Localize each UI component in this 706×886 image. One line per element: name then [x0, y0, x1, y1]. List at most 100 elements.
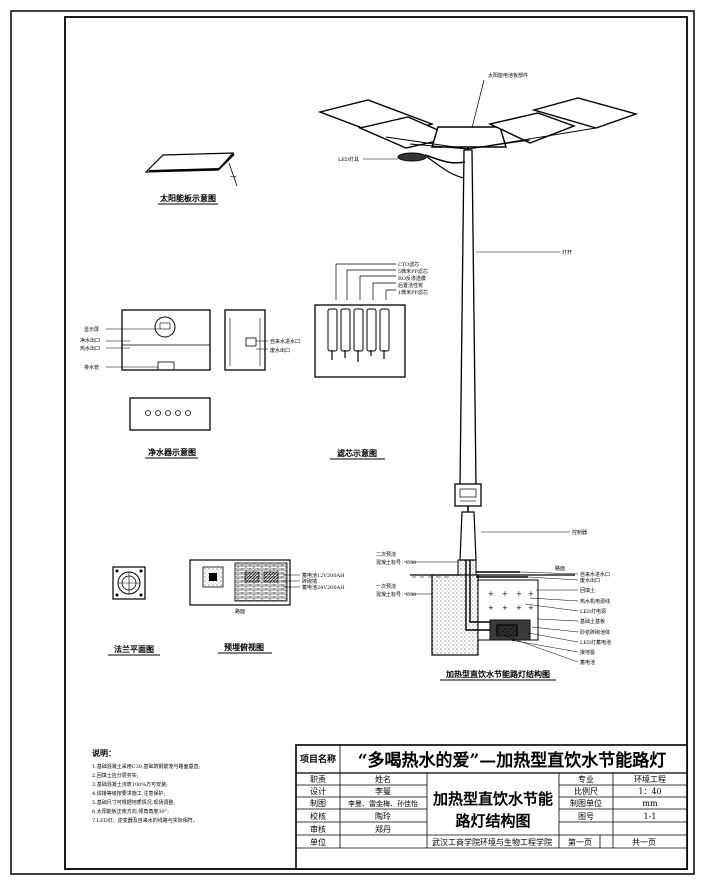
filter-caption: 滤芯示意图 — [337, 448, 377, 458]
svg-text:+: + — [502, 590, 508, 598]
solar-panel-3 — [431, 126, 507, 148]
section-left-3: 一次预浇 — [376, 583, 396, 590]
spec-key-2: 制图单位 — [570, 798, 602, 808]
svg-text:+: + — [488, 604, 494, 612]
svg-text:+: + — [502, 604, 508, 612]
row-name-1: 李曼 — [375, 786, 391, 796]
filter-label-3: RO反渗透膜 — [398, 275, 426, 282]
svg-text:+: + — [528, 604, 534, 612]
svg-text:+: + — [516, 590, 522, 598]
spec-key-3: 图号 — [578, 812, 594, 821]
flange-caption: 法兰平面图 — [114, 644, 154, 654]
unit-name: 武汉工商学院环境与生物工程学院 — [432, 837, 552, 847]
purifier-label-outlet: 净水出口 — [80, 337, 100, 344]
project-name: “多喝热水的爱”—加热型直饮水节能路灯 — [358, 750, 667, 771]
drawing-title-line2: 路灯结构图 — [455, 812, 530, 830]
title-block: 项目名称 “多喝热水的爱”—加热型直饮水节能路灯 职责 姓名 设计 李曼 制图 … — [295, 744, 688, 870]
purifier-label-drain: 排水管 — [84, 364, 99, 371]
note-2: 2.回填土应分层夯实; — [92, 772, 139, 779]
section-right-1: 自来水进水口 — [580, 571, 610, 578]
section-right-3: 回填土 — [580, 587, 595, 594]
notes: 说明： 1.基础混凝土采用C30,基础筑钢筋笼与路面垂直; 2.回填土应分层夯实… — [92, 748, 201, 824]
embed-caption: 预埋俯视图 — [224, 642, 264, 652]
note-6: 6.太阳能板正南方向,倾角角度30°; — [92, 808, 169, 815]
purifier-detail: 显示屏 净水出口 热水出口 排水管 自来水进水口 废水出口 净水器示意图 — [80, 309, 300, 459]
note-5: 5.基础尺寸可根据地质情况,现场调整; — [92, 799, 175, 806]
embed-label-battery24: 蓄电池24V200AH — [302, 584, 345, 591]
spec-key-0: 专业 — [578, 774, 594, 784]
row-name-3: 陶玲 — [375, 811, 391, 821]
row-role-2: 制图 — [310, 798, 326, 808]
svg-text:+: + — [488, 590, 494, 598]
section-right-6: 基础土基板 — [580, 618, 605, 625]
purifier-label-inlet: 自来水进水口 — [270, 338, 300, 345]
spec-val-3: 1-1 — [644, 812, 657, 821]
purifier-label-waste: 废水出口 — [270, 347, 290, 354]
solar-panel-5 — [531, 97, 639, 129]
lamp-label: LED灯具 — [338, 156, 359, 163]
section-left-1: 二次预浇 — [376, 551, 396, 558]
drawing-title-line1: 加热型直饮水节能 — [432, 790, 553, 808]
filter-label-2: 5微米PP滤芯 — [398, 268, 428, 275]
foundation-section: 路面 + + + + + + + + 二次预浇 混凝土标号：C30 一次预浇 混凝土标号：C… — [376, 551, 611, 681]
svg-text:+: + — [528, 590, 534, 598]
outer-frame — [10, 10, 695, 875]
purifier-label-screen: 显示屏 — [84, 327, 99, 333]
embed-bottom-label: 路面 — [235, 608, 245, 615]
purifier-side — [224, 309, 266, 371]
inner-frame — [64, 16, 688, 870]
road-label: 路面 — [555, 565, 565, 572]
pole-shaft — [459, 149, 477, 486]
page-no: 第一页 — [568, 837, 592, 847]
concrete-foundation — [431, 574, 479, 656]
notes-title: 说明： — [92, 748, 116, 758]
filter-label-4: 后置活性炭 — [398, 282, 423, 289]
spec-val-1: 1：40 — [638, 787, 661, 796]
section-left-2: 混凝土标号：C30 — [376, 559, 416, 566]
display-screen — [154, 316, 176, 338]
controller-box — [454, 483, 482, 507]
solar-panel-detail: 太阳能板示意图 — [144, 152, 238, 205]
panel-part-label: 太阳能电池板部件 — [488, 72, 528, 79]
section-right-7: 砂浆砖砌池体 — [580, 629, 610, 636]
pole-label: 灯杆 — [562, 249, 572, 256]
flange-detail: 法兰平面图 — [108, 566, 160, 656]
controller-label: 控制器 — [572, 529, 587, 536]
filter-label-1: CTO滤芯 — [398, 261, 419, 268]
project-label: 项目名称 — [300, 753, 336, 765]
row-role-4: 审核 — [310, 824, 326, 834]
row-name-2: 李曼、雷金梅、孙佳怡 — [348, 799, 418, 808]
panel-caption: 太阳能板示意图 — [159, 193, 216, 203]
svg-text:+: + — [516, 604, 522, 612]
section-right-10: 蓄电池 — [580, 659, 595, 666]
spec-val-2: mm — [642, 799, 658, 808]
row-name-0: 姓名 — [375, 774, 391, 784]
row-name-4: 郑丹 — [375, 824, 391, 834]
purifier-front — [121, 309, 211, 371]
note-3: 3.基础混凝土浇筑100%方可安装; — [92, 781, 168, 788]
brick-wall — [234, 562, 288, 602]
filter-label-5: 1微米PP滤芯 — [398, 289, 428, 296]
row-role-5: 单位 — [310, 837, 326, 847]
purifier-caption: 净水器示意图 — [148, 447, 196, 457]
note-4: 4.焊接等级按要求施工,注意保护; — [92, 790, 165, 797]
section-right-8: LED灯蓄电池 — [580, 639, 611, 646]
row-role-1: 设计 — [310, 786, 326, 796]
solar-panel-4 — [487, 112, 576, 144]
section-left-4: 混凝土标号：C30 — [376, 591, 416, 598]
section-right-2: 废水出口 — [580, 577, 600, 584]
spec-key-1: 比例尺 — [574, 786, 598, 796]
section-caption: 加热型直饮水节能路灯结构图 — [445, 669, 550, 679]
row-role-3: 校核 — [310, 811, 326, 821]
section-right-9: 接地极 — [580, 649, 595, 656]
page-total: 共一页 — [632, 838, 656, 847]
row-role-0: 职责 — [310, 774, 326, 784]
embed-detail: 蓄电池12V200AH 砖砌墙 蓄电池24V200AH 路面 预埋俯视图 — [189, 559, 345, 654]
spec-val-0: 环境工程 — [634, 774, 666, 784]
embed-label-battery12: 蓄电池12V200AH — [302, 572, 345, 579]
filter-detail: CTO滤芯 5微米PP滤芯 RO反渗透膜 后置活性炭 1微米PP滤芯 滤芯示意图 — [314, 261, 428, 460]
note-1: 1.基础混凝土采用C30,基础筑钢筋笼与路面垂直; — [92, 763, 201, 770]
section-right-5: LED灯电源 — [580, 608, 606, 615]
embed-label-brick: 砖砌墙 — [302, 578, 317, 585]
